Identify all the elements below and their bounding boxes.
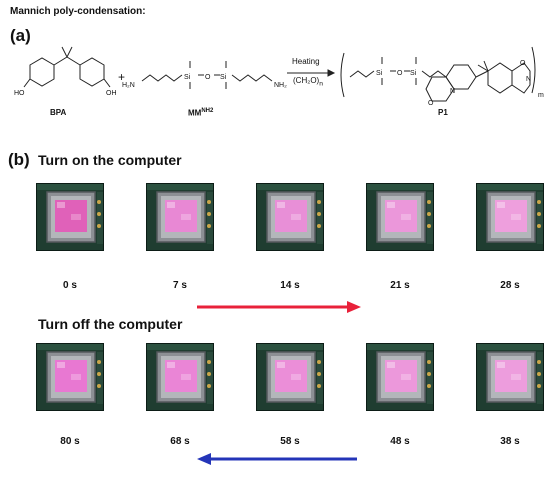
on-time-label: 7 s bbox=[173, 280, 187, 291]
turn-off-title: Turn off the computer bbox=[38, 316, 183, 332]
off-time-label: 58 s bbox=[280, 436, 300, 447]
benzene-ring-right bbox=[487, 62, 513, 94]
mm-nh2: NH₂ bbox=[274, 82, 287, 89]
on-time-label: 21 s bbox=[390, 280, 410, 291]
p1-o-ring: O bbox=[428, 100, 434, 107]
mm-o: O bbox=[205, 74, 211, 81]
p1-o: O bbox=[397, 70, 403, 77]
p1-si-2: Si bbox=[410, 70, 417, 77]
on-photo-3 bbox=[256, 183, 324, 251]
scheme-title: Mannich poly-condensation: bbox=[10, 6, 146, 17]
p1-n-right: N bbox=[526, 76, 531, 83]
off-time-label: 80 s bbox=[60, 436, 80, 447]
off-photo-4 bbox=[366, 343, 434, 411]
plus-sign: + bbox=[118, 70, 126, 84]
on-time-label: 0 s bbox=[63, 280, 77, 291]
bpa-ring-left bbox=[29, 57, 55, 87]
off-photo-5 bbox=[476, 343, 544, 411]
on-photo-5 bbox=[476, 183, 544, 251]
heating-arrow bbox=[197, 301, 361, 313]
on-photo-2 bbox=[146, 183, 214, 251]
label-p1: P1 bbox=[438, 108, 448, 117]
oxazine-ring-right bbox=[511, 62, 531, 94]
cooling-arrow bbox=[197, 453, 357, 465]
off-photo-3 bbox=[256, 343, 324, 411]
bpa-oh-right: OH bbox=[106, 90, 117, 97]
turn-on-title: Turn on the computer bbox=[38, 152, 182, 168]
label-bpa: BPA bbox=[50, 108, 67, 117]
off-photo-1 bbox=[36, 343, 104, 411]
off-photo-2 bbox=[146, 343, 214, 411]
on-photo-1 bbox=[36, 183, 104, 251]
p1-o-right: O bbox=[520, 60, 526, 67]
condition-formaldehyde: (CH₂O)n bbox=[293, 76, 323, 88]
on-photo-4 bbox=[366, 183, 434, 251]
panel-b-label: (b) bbox=[8, 150, 30, 169]
bpa-ho-left: HO bbox=[14, 90, 25, 97]
p1-subscript-m: m bbox=[538, 92, 544, 99]
mm-si-2: Si bbox=[220, 74, 227, 81]
off-time-label: 38 s bbox=[500, 436, 520, 447]
label-mm-nh2: MMNH2 bbox=[188, 108, 214, 118]
panel-a-label: (a) bbox=[10, 26, 31, 45]
condition-heating: Heating bbox=[292, 57, 320, 66]
reaction-scheme: HO OH H₂N Si O Si NH₂ Si O Si O N N O m bbox=[14, 46, 544, 107]
mm-h2n: H₂N bbox=[122, 82, 135, 89]
off-time-label: 48 s bbox=[390, 436, 410, 447]
on-time-label: 14 s bbox=[280, 280, 300, 291]
off-time-label: 68 s bbox=[170, 436, 190, 447]
on-time-label: 28 s bbox=[500, 280, 520, 291]
p1-si-1: Si bbox=[376, 70, 383, 77]
p1-n-left: N bbox=[450, 88, 455, 95]
bpa-ring-right bbox=[79, 57, 105, 87]
mm-si-1: Si bbox=[184, 74, 191, 81]
